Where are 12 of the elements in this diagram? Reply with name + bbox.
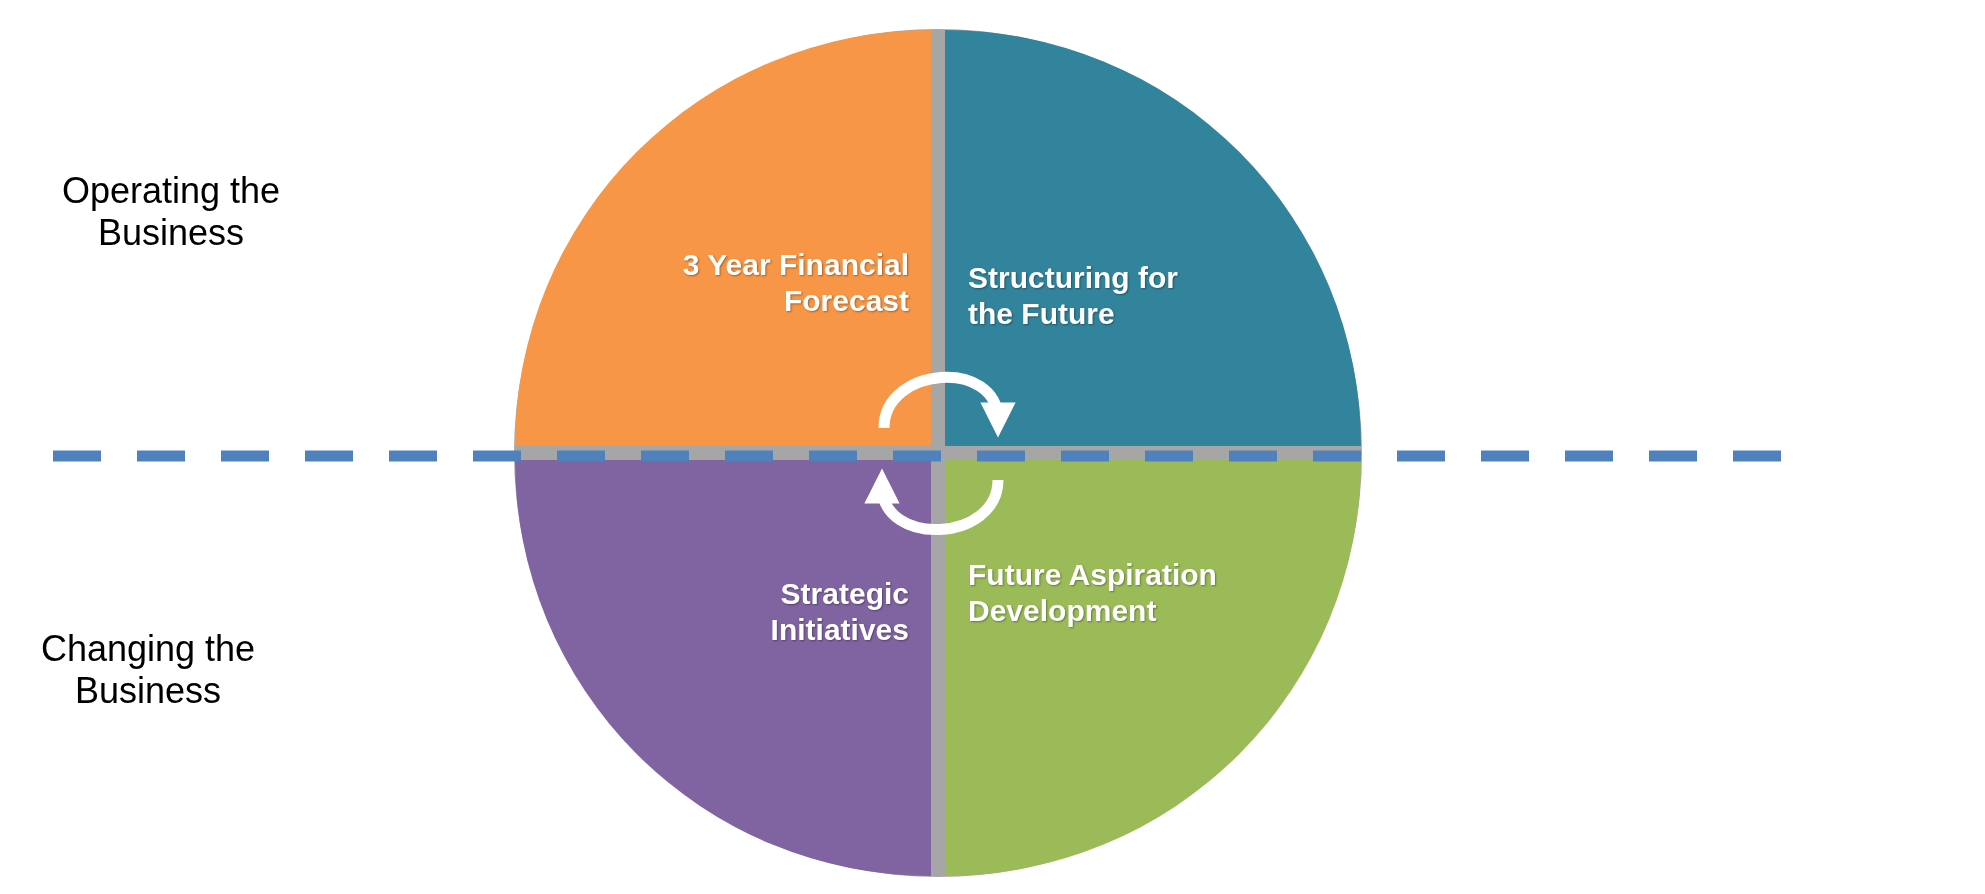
quadrant-segment (945, 460, 1361, 876)
quadrant-segment (945, 30, 1361, 446)
row-label: Changing the Business (39, 628, 257, 712)
segment-label: Future Aspiration Development (968, 557, 1218, 629)
cycle-arrow (867, 468, 1004, 535)
row-label: Operating the Business (60, 170, 282, 254)
quadrant-segment (515, 460, 931, 876)
cycle-arrow (878, 372, 1013, 438)
segment-label: 3 Year Financial Forecast (681, 247, 909, 319)
segment-label: Strategic Initiatives (769, 576, 909, 648)
segment-label: Structuring for the Future (968, 260, 1179, 332)
quadrant-segment (515, 30, 931, 446)
